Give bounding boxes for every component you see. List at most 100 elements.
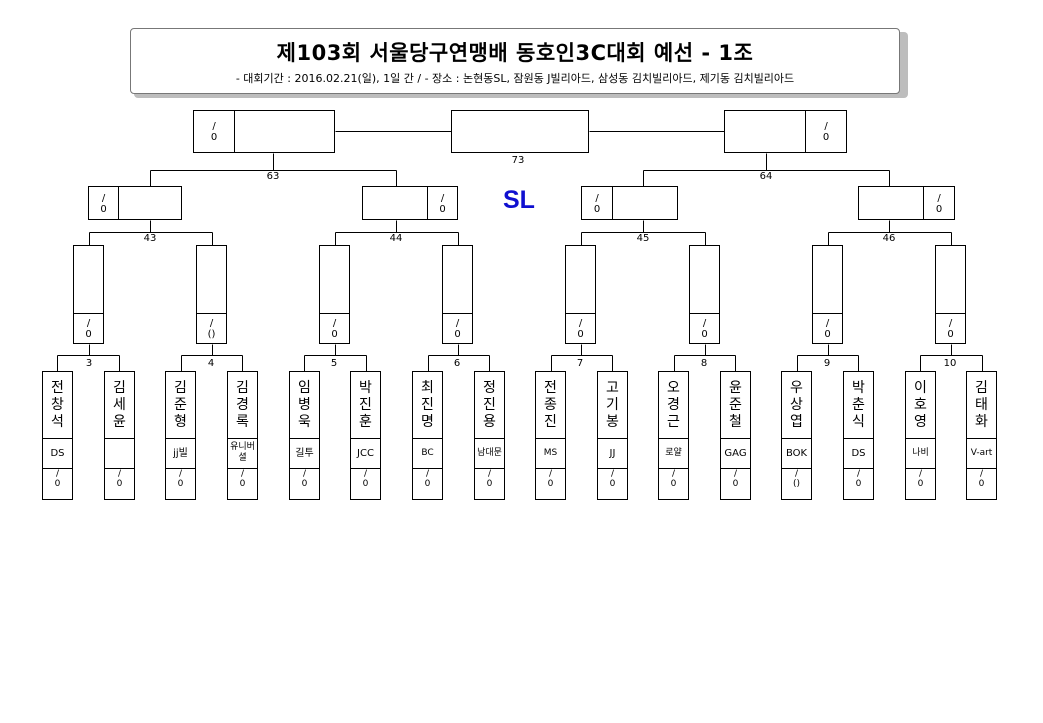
venue-mark: SL: [503, 186, 535, 214]
round2-score: /(): [207, 318, 216, 340]
match-number-quarter-3: 45: [636, 233, 650, 244]
semi-score-3: [581, 186, 613, 220]
player-name: 이호영: [906, 372, 935, 439]
match-number-r1-3: 5: [330, 358, 338, 369]
match-number-quarter-4: 46: [882, 233, 896, 244]
player-name: 오경근: [659, 372, 688, 439]
semi-score-2: [427, 186, 458, 220]
player-name: 최진명: [413, 372, 442, 439]
final-name-left: [234, 110, 335, 153]
player-club: 유니버셜: [228, 438, 257, 469]
round2-box: /(): [196, 245, 227, 344]
match-number-semi-2: 64: [759, 171, 773, 182]
player-score: /0: [54, 469, 61, 489]
header-panel: 제103회 서울당구연맹배 동호인3C대회 예선 - 1조 - 대회기간 : 2…: [130, 28, 900, 94]
player-score: /0: [609, 469, 616, 489]
player-score: /0: [362, 469, 369, 489]
player-club: DS: [43, 438, 72, 469]
player-score: /0: [486, 469, 493, 489]
player-club: MS: [536, 438, 565, 469]
player-club: GAG: [721, 438, 750, 469]
round2-score: /0: [331, 318, 338, 340]
player-club: BOK: [782, 438, 811, 469]
player-club: 남대문: [475, 438, 504, 469]
player-club: BC: [413, 438, 442, 469]
player-name: 윤준철: [721, 372, 750, 439]
player-club: 나비: [906, 438, 935, 469]
match-number-quarter-1: 43: [143, 233, 157, 244]
round2-score: /0: [824, 318, 831, 340]
player-club: DS: [844, 438, 873, 469]
player-name: 김경록: [228, 372, 257, 439]
player-score: /0: [855, 469, 862, 489]
final-score-right: /0: [822, 121, 830, 143]
player-score: /0: [670, 469, 677, 489]
player-name: 전창석: [43, 372, 72, 439]
player-name: 고기봉: [598, 372, 627, 439]
player-score: /0: [116, 469, 123, 489]
player-score: /(): [792, 469, 801, 489]
event-info: - 대회기간 : 2016.02.21(일), 1일 간 / - 장소 : 논현…: [235, 72, 795, 85]
semi-name-3: [612, 186, 678, 220]
round2-score: /0: [85, 318, 92, 340]
match-number-r1-1: 3: [85, 358, 93, 369]
final-name-right: [724, 110, 806, 153]
player-club: 길투: [290, 438, 319, 469]
player-club: 로얄: [659, 438, 688, 469]
final-box-right: [805, 110, 847, 153]
semi-score-4: [923, 186, 955, 220]
round2-score: /0: [577, 318, 584, 340]
match-number-r1-5: 7: [576, 358, 584, 369]
player-club: V-art: [967, 438, 996, 469]
player-name: 우상엽: [782, 372, 811, 439]
match-number-r1-6: 8: [700, 358, 708, 369]
player-score: /0: [547, 469, 554, 489]
champion-box: [451, 110, 589, 153]
round2-score: /0: [947, 318, 954, 340]
player-name: 전종진: [536, 372, 565, 439]
player-score: /0: [424, 469, 431, 489]
player-name: 임병욱: [290, 372, 319, 439]
round2-box: /0: [442, 245, 473, 344]
player-score: /0: [239, 469, 246, 489]
player-name: 김준형: [166, 372, 195, 439]
player-name: 김태화: [967, 372, 996, 439]
player-club: JJ: [598, 438, 627, 469]
round2-score: /0: [454, 318, 461, 340]
match-number-r1-4: 6: [453, 358, 461, 369]
player-name: 김세윤: [105, 372, 134, 439]
semi-score-4-text: /0: [935, 193, 943, 215]
round2-score: /0: [701, 318, 708, 340]
final-box-left: [193, 110, 235, 153]
player-name: 정진용: [475, 372, 504, 439]
round2-box: /0: [319, 245, 350, 344]
semi-score-2-text: /0: [439, 193, 446, 215]
page-title: 제103회 서울당구연맹배 동호인3C대회 예선 - 1조: [276, 41, 754, 65]
semi-name-2: [362, 186, 428, 220]
player-score: /0: [177, 469, 184, 489]
player-score: /0: [301, 469, 308, 489]
match-number-semi-1: 63: [266, 171, 280, 182]
player-score: /0: [978, 469, 985, 489]
match-number-r1-7: 9: [823, 358, 831, 369]
player-score: /0: [917, 469, 924, 489]
player-club: JCC: [351, 438, 380, 469]
round2-box: /0: [565, 245, 596, 344]
round2-box: /0: [935, 245, 966, 344]
semi-name-1: [118, 186, 182, 220]
